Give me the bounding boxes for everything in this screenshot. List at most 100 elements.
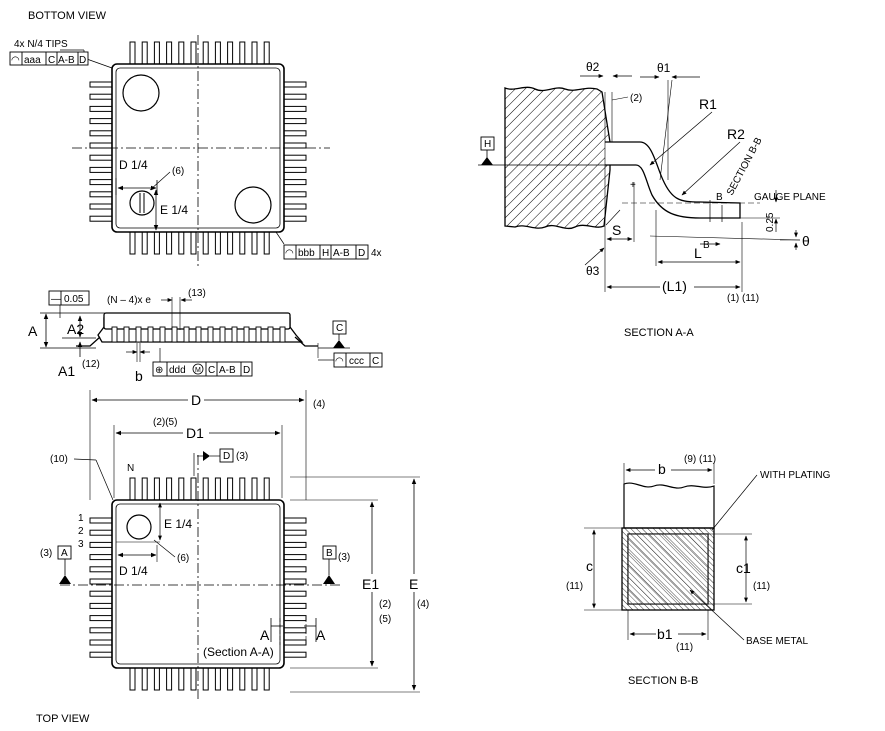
lead (89, 627, 113, 634)
theta: θ (802, 233, 810, 249)
lead (283, 130, 307, 137)
pin-2-label: 2 (78, 526, 84, 537)
dim-L: L (694, 245, 702, 261)
top-d-quarter: D 1/4 (119, 564, 148, 578)
side-lead (147, 326, 154, 343)
bb-dim-c: c (586, 558, 593, 574)
fcf-bbb-count: 4x (371, 248, 382, 259)
side-lead (267, 326, 274, 343)
dim-A2: A2 (67, 321, 84, 337)
lead (283, 166, 307, 173)
side-lead (171, 326, 178, 343)
lead (283, 93, 307, 100)
ejector-pin-mark (234, 186, 272, 224)
section-note-2: (2) (630, 93, 642, 104)
side-lead (123, 326, 130, 343)
section-arrow-A-left: A (260, 627, 270, 643)
lead (283, 578, 307, 585)
svg-text:C: C (372, 356, 379, 367)
datum-H: H (484, 139, 491, 150)
section-aa: H θ2 (2) θ1 R1 R2 SECTION B-B B B GAUGE … (478, 60, 826, 339)
ejector-pin-mark (122, 74, 160, 112)
lead (129, 667, 136, 691)
lead (89, 615, 113, 622)
lead (283, 154, 307, 161)
lead (202, 477, 209, 501)
lead (178, 477, 185, 501)
lead (178, 231, 185, 255)
side-lead (207, 326, 214, 343)
lead (202, 231, 209, 255)
lead (89, 154, 113, 161)
pin1-dimple (126, 514, 152, 540)
lead (89, 105, 113, 112)
section-bb-callout: SECTION B-B (725, 136, 765, 198)
bb-dim-b1: b1 (657, 626, 673, 642)
lead (263, 41, 270, 65)
lead (89, 602, 113, 609)
side-lead (243, 326, 250, 343)
svg-text:aaa: aaa (24, 55, 41, 66)
svg-text:◠: ◠ (335, 356, 344, 367)
side-lead (183, 326, 190, 343)
lead (153, 667, 160, 691)
lead (251, 667, 258, 691)
fcf-bbb: ◠ bbb H A-B D 4x (283, 244, 382, 260)
dim-E: E (409, 576, 418, 592)
note-6: (6) (172, 166, 184, 177)
note-13: (13) (188, 288, 206, 299)
fcf-ddd: ⊕ ddd M C A-B D (152, 361, 253, 377)
lead (283, 590, 307, 597)
lead (141, 477, 148, 501)
svg-text:M: M (195, 367, 201, 374)
lead (239, 667, 246, 691)
note-10: (10) (50, 454, 68, 465)
section-b-top: B (716, 192, 723, 203)
lead (283, 541, 307, 548)
note-3a: (3) (236, 451, 248, 462)
section-b-bottom: B (703, 240, 710, 251)
dim-D: D (191, 392, 201, 408)
side-lead (111, 326, 118, 343)
side-lead (255, 326, 262, 343)
lead (283, 529, 307, 536)
side-view-leads (111, 326, 286, 343)
lead (89, 651, 113, 658)
lead (283, 627, 307, 634)
datum-B: B (326, 548, 333, 559)
note-4b: (4) (417, 599, 429, 610)
lead (214, 41, 221, 65)
side-lead (195, 326, 202, 343)
bb-dim-b: b (658, 461, 666, 477)
base-metal (627, 533, 709, 605)
with-plating: WITH PLATING (760, 470, 831, 481)
lead (283, 517, 307, 524)
lead (89, 639, 113, 646)
lead (190, 231, 197, 255)
lead (89, 517, 113, 524)
lead (89, 191, 113, 198)
lead (89, 541, 113, 548)
lead (283, 651, 307, 658)
lead (153, 41, 160, 65)
dim-b: b (135, 368, 143, 384)
lead (89, 566, 113, 573)
section-aa-ref: (Section A-A) (203, 645, 274, 659)
lead (283, 118, 307, 125)
pin-3-label: 3 (78, 539, 84, 550)
dim-S: S (612, 222, 621, 238)
svg-text:0.05: 0.05 (64, 294, 84, 305)
svg-text:⊕: ⊕ (155, 365, 163, 376)
svg-text:D: D (243, 365, 250, 376)
tips-note: 4x N/4 TIPS (14, 39, 68, 50)
lead (89, 81, 113, 88)
note-2-5: (2)(5) (153, 417, 177, 428)
lead (239, 477, 246, 501)
theta1: θ1 (657, 61, 671, 75)
svg-text:D: D (79, 55, 86, 66)
pin-1-label: 1 (78, 513, 84, 524)
pitch-label: (N – 4)x e (107, 295, 151, 306)
lead (89, 590, 113, 597)
dim-A: A (28, 323, 38, 339)
lead (227, 41, 234, 65)
